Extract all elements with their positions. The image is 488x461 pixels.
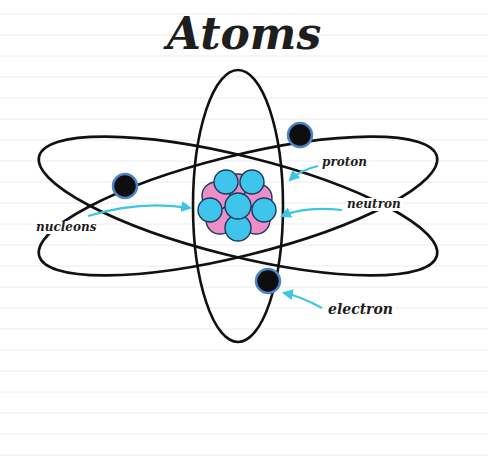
leader-arrow [282, 209, 342, 216]
leader-arrow [284, 293, 322, 308]
paper-lines [0, 14, 488, 455]
leader-arrow [290, 166, 318, 180]
part-label: nucleons [34, 221, 98, 234]
orbit [27, 108, 449, 304]
orbits [27, 70, 449, 342]
leader-arrow [88, 205, 190, 216]
electrons [113, 123, 312, 293]
title: Atoms [167, 12, 321, 56]
part-label: electron [326, 302, 395, 317]
orbit [27, 108, 449, 304]
part-label: proton [320, 156, 369, 169]
nucleus [198, 170, 276, 241]
leader-arrows [88, 166, 342, 308]
part-label: neutron [345, 198, 403, 211]
orbit [193, 70, 283, 342]
